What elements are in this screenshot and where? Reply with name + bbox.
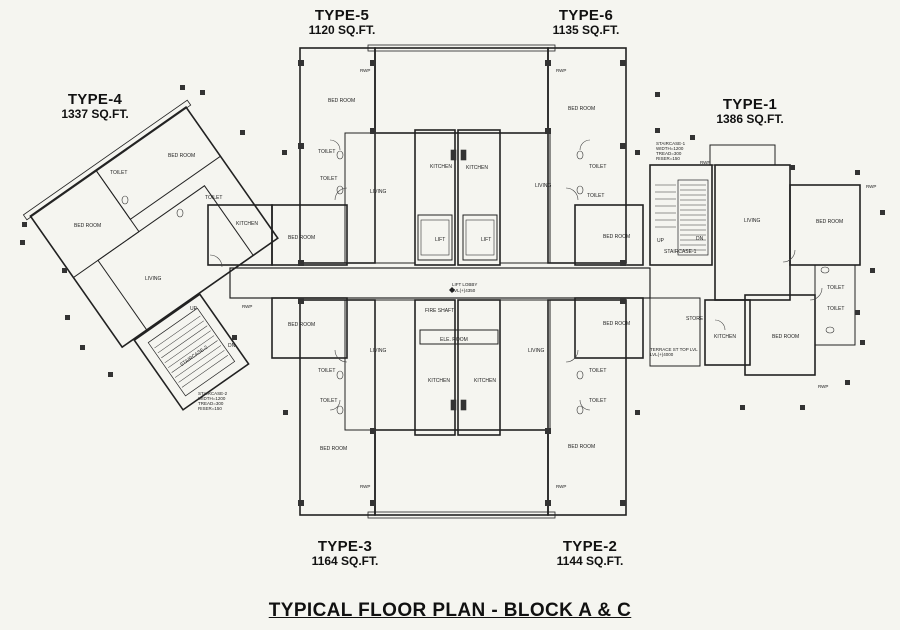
room-label: TOILET	[318, 149, 335, 155]
room-label: KITCHEN	[474, 378, 496, 384]
rwp-label: RWP	[556, 484, 566, 489]
plan-title: TYPICAL FLOOR PLAN - BLOCK A & C	[268, 600, 632, 621]
unit-area: 1120 SQ.FT.	[308, 23, 376, 38]
staircase-1-spec: STAIRCASE-1	[656, 141, 686, 146]
room-label: LIVING	[528, 348, 545, 354]
room-label: FIRE SHAFT	[425, 308, 454, 314]
room-label: BED ROOM	[288, 235, 315, 241]
staircase-2-spec: STAIRCASE-2	[198, 391, 228, 396]
door-swings	[209, 139, 823, 411]
terrace-label: TERRACE ST TOP LVL	[650, 347, 698, 352]
room-label: STAIRCASE-2	[179, 345, 209, 369]
room-label: KITCHEN	[236, 221, 258, 227]
unit-area: 1337 SQ.FT.	[61, 107, 129, 122]
room-label: KITCHEN	[466, 165, 488, 171]
unit-type6-title: TYPE-6 1135 SQ.FT.	[526, 7, 646, 38]
room-label: LIVING	[535, 183, 552, 189]
unit-type1-title: TYPE-1 1386 SQ.FT.	[690, 96, 810, 127]
rwp-label: RWP	[818, 384, 828, 389]
room-label: BED ROOM	[603, 321, 630, 327]
unit-type4-title: TYPE-4 1337 SQ.FT.	[35, 91, 155, 122]
staircase-2-spec: WIDTH=1200	[198, 396, 226, 401]
room-label: TOILET	[110, 170, 127, 176]
room-label: LIFT	[481, 237, 491, 243]
room-label: UP	[190, 306, 198, 312]
rwp-label: RWP	[556, 68, 566, 73]
room-label: LIVING	[370, 189, 387, 195]
unit-type: TYPE-1	[722, 96, 778, 113]
unit-type3-title: TYPE-3 1164 SQ.FT.	[285, 538, 405, 569]
rwp-label: RWP	[242, 304, 252, 309]
unit-type: TYPE-4	[67, 91, 123, 108]
room-label: BED ROOM	[328, 98, 355, 104]
staircase-2-spec: RISER=150	[198, 406, 222, 411]
lobby-marker-icon	[449, 287, 455, 293]
room-label: BED ROOM	[603, 234, 630, 240]
room-label: STAIRCASE-1	[664, 249, 697, 255]
unit-area: 1164 SQ.FT.	[311, 554, 379, 569]
room-label: KITCHEN	[430, 164, 452, 170]
room-label: TOILET	[320, 176, 337, 182]
unit-type2-title: TYPE-2 1144 SQ.FT.	[530, 538, 650, 569]
unit-type: TYPE-3	[317, 538, 373, 555]
staircase-treads	[154, 184, 706, 388]
unit-area: 1386 SQ.FT.	[716, 112, 784, 127]
room-label: BED ROOM	[288, 322, 315, 328]
rwp-label: RWP	[700, 160, 710, 165]
room-label: KITCHEN	[714, 334, 736, 340]
room-label: UP	[657, 238, 665, 244]
room-labels: BED ROOM BED ROOM LIVING LIVING KITCHEN …	[74, 68, 876, 489]
unit-type: TYPE-6	[558, 7, 614, 24]
rwp-label: RWP	[866, 184, 876, 189]
room-label: BED ROOM	[568, 106, 595, 112]
unit-type5-title: TYPE-5 1120 SQ.FT.	[282, 7, 402, 38]
room-label: STORE	[686, 316, 704, 322]
room-label: TOILET	[827, 285, 844, 291]
room-label: BED ROOM	[772, 334, 799, 340]
room-label: TOILET	[589, 164, 606, 170]
room-label: BED ROOM	[168, 153, 195, 159]
room-label: LIVING	[145, 276, 162, 282]
room-label: TOILET	[587, 193, 604, 199]
unit-area: 1144 SQ.FT.	[556, 554, 624, 569]
staircase-1-spec: WIDTH=1200	[656, 146, 684, 151]
room-label: LIFT	[435, 237, 445, 243]
room-label: BED ROOM	[320, 446, 347, 452]
rwp-label: RWP	[360, 68, 370, 73]
lift-cars	[420, 149, 495, 411]
structural-columns	[20, 60, 885, 506]
room-label: DN	[696, 236, 704, 242]
lift-lobby-level: LVL(+)4350	[452, 288, 476, 293]
staircase-1-spec: TREAD=300	[656, 151, 682, 156]
room-label: TOILET	[589, 398, 606, 404]
room-label: TOILET	[589, 368, 606, 374]
room-label: LIVING	[370, 348, 387, 354]
room-label: TOILET	[320, 398, 337, 404]
room-label: BED ROOM	[816, 219, 843, 225]
room-label: ELE. ROOM	[440, 337, 468, 343]
unit-type: TYPE-5	[314, 7, 370, 24]
room-label: TOILET	[318, 368, 335, 374]
unit-area: 1135 SQ.FT.	[552, 23, 620, 38]
room-label: DN	[228, 343, 236, 349]
room-label: TOILET	[827, 306, 844, 312]
toilet-fixtures	[121, 150, 835, 415]
room-label: BED ROOM	[74, 223, 101, 229]
lift-lobby-label: LIFT LOBBY	[452, 282, 477, 287]
staircase-1-spec: RISER=150	[656, 156, 680, 161]
terrace-level: LVL(+)4000	[650, 352, 674, 357]
room-label: BED ROOM	[568, 444, 595, 450]
unit-type: TYPE-2	[562, 538, 618, 555]
room-label: KITCHEN	[428, 378, 450, 384]
room-label: LIVING	[744, 218, 761, 224]
staircase-2-spec: TREAD=300	[198, 401, 224, 406]
room-label: TOILET	[205, 195, 222, 201]
rwp-label: RWP	[360, 484, 370, 489]
plan-walls	[22, 44, 861, 519]
